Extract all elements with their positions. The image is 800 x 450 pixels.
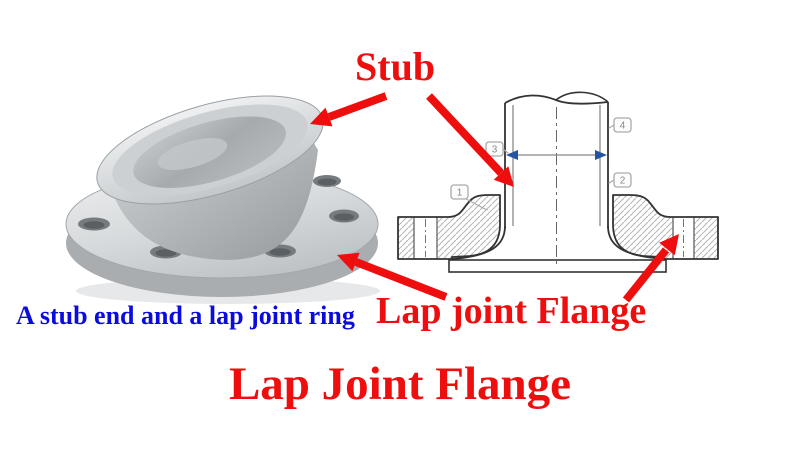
svg-text:2: 2 [620,176,626,187]
flange-cross-section-diagram: 1 2 3 4 [397,91,719,273]
flange-right-section [612,194,719,260]
bolt-hole [329,209,359,223]
callout-4: 4 [613,117,632,133]
stub-end-photo [96,95,324,260]
lap-joint-flange-label: Lap joint Flange [376,290,647,332]
pipe-break-crescent [555,91,609,103]
page-title: Lap Joint Flange [228,358,572,410]
callout-2: 2 [613,172,632,188]
dim-arrow-right-icon [595,150,607,160]
callout-1: 1 [450,184,469,200]
flange-left-section [397,194,501,260]
bolt-hole [313,175,341,187]
dim-arrow-left-icon [506,150,518,160]
svg-text:4: 4 [620,121,626,132]
stub-label: Stub [355,44,436,89]
svg-text:1: 1 [457,188,463,199]
photo-caption: A stub end and a lap joint ring [16,301,355,330]
lap-ring-plate [448,259,667,273]
bolt-hole [78,217,110,231]
flange-photo [65,95,380,304]
svg-text:3: 3 [492,145,498,156]
dimension-line [506,150,607,160]
stub-pipe-outline [451,91,666,268]
callout-3: 3 [485,141,504,157]
